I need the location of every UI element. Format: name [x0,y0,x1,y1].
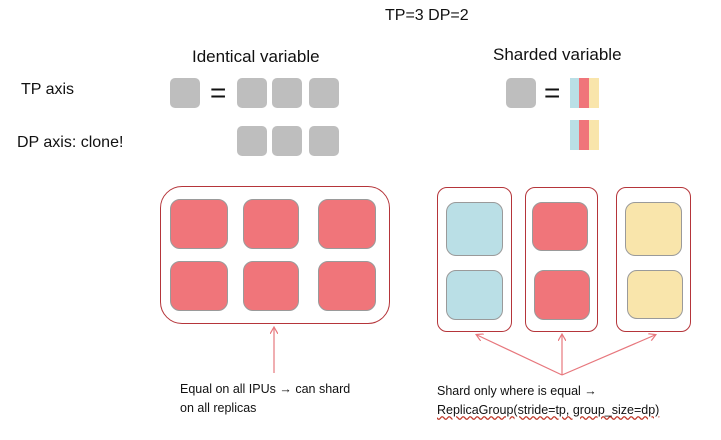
ipu-tile [446,270,503,320]
full-variable-block [170,78,200,108]
sharded-stripes-tp [570,78,600,108]
ipu-tile [170,199,228,249]
dp-replica-block-2 [272,126,302,156]
shard-stripe-blue [570,78,580,108]
identical-ipu-group-frame [160,186,390,324]
sharded-note-line-2: ReplicaGroup(stride=tp, group_size=dp) [437,403,660,417]
dp-axis-label: DP axis: clone! [17,134,124,151]
replica-group-frame-1 [437,187,512,332]
sharded-note-arrow-right [561,335,655,376]
tp-replica-block-3 [309,78,339,108]
ipu-tile [446,202,503,256]
ipu-tile [534,270,590,320]
ipu-tile [170,261,228,311]
shard-stripe-yellow [589,78,599,108]
sharded-full-block [506,78,536,108]
dp-replica-block-3 [309,126,339,156]
shard-stripe-red [579,78,589,108]
sharded-note: Shard only where is equal → ReplicaGroup… [437,382,717,420]
sharded-equals-sign: = [544,77,561,108]
sharded-note-line-1: Shard only where is equal → [437,384,597,398]
dp-replica-block-1 [237,126,267,156]
replica-group-frame-3 [616,187,691,332]
tp-axis-label: TP axis [21,81,75,98]
tp-replica-block-1 [237,78,267,108]
ipu-tile [627,270,683,319]
diagram-title: TP=3 DP=2 [385,7,469,24]
identical-variable-heading: Identical variable [192,47,320,66]
ipu-tile [318,261,376,311]
shard-stripe-red [579,120,589,150]
ipu-tile [243,199,299,249]
ipu-tile [625,202,682,256]
shard-stripe-yellow [589,120,599,150]
ipu-tile [318,199,376,249]
sharded-note-arrow-left [477,335,563,376]
ipu-tile [532,202,588,251]
identical-note-line-2: on all replicas [180,401,257,415]
identical-note: Equal on all IPUs → can shard on all rep… [180,380,380,418]
identical-note-line-1: Equal on all IPUs → can shard [180,382,351,396]
sharded-variable-heading: Sharded variable [493,45,622,64]
sharded-stripes-dp [570,120,600,150]
replica-group-frame-2 [525,187,598,332]
shard-stripe-blue [570,120,580,150]
tp-replica-block-2 [272,78,302,108]
ipu-tile [243,261,299,311]
identical-equals-sign: = [210,77,227,108]
